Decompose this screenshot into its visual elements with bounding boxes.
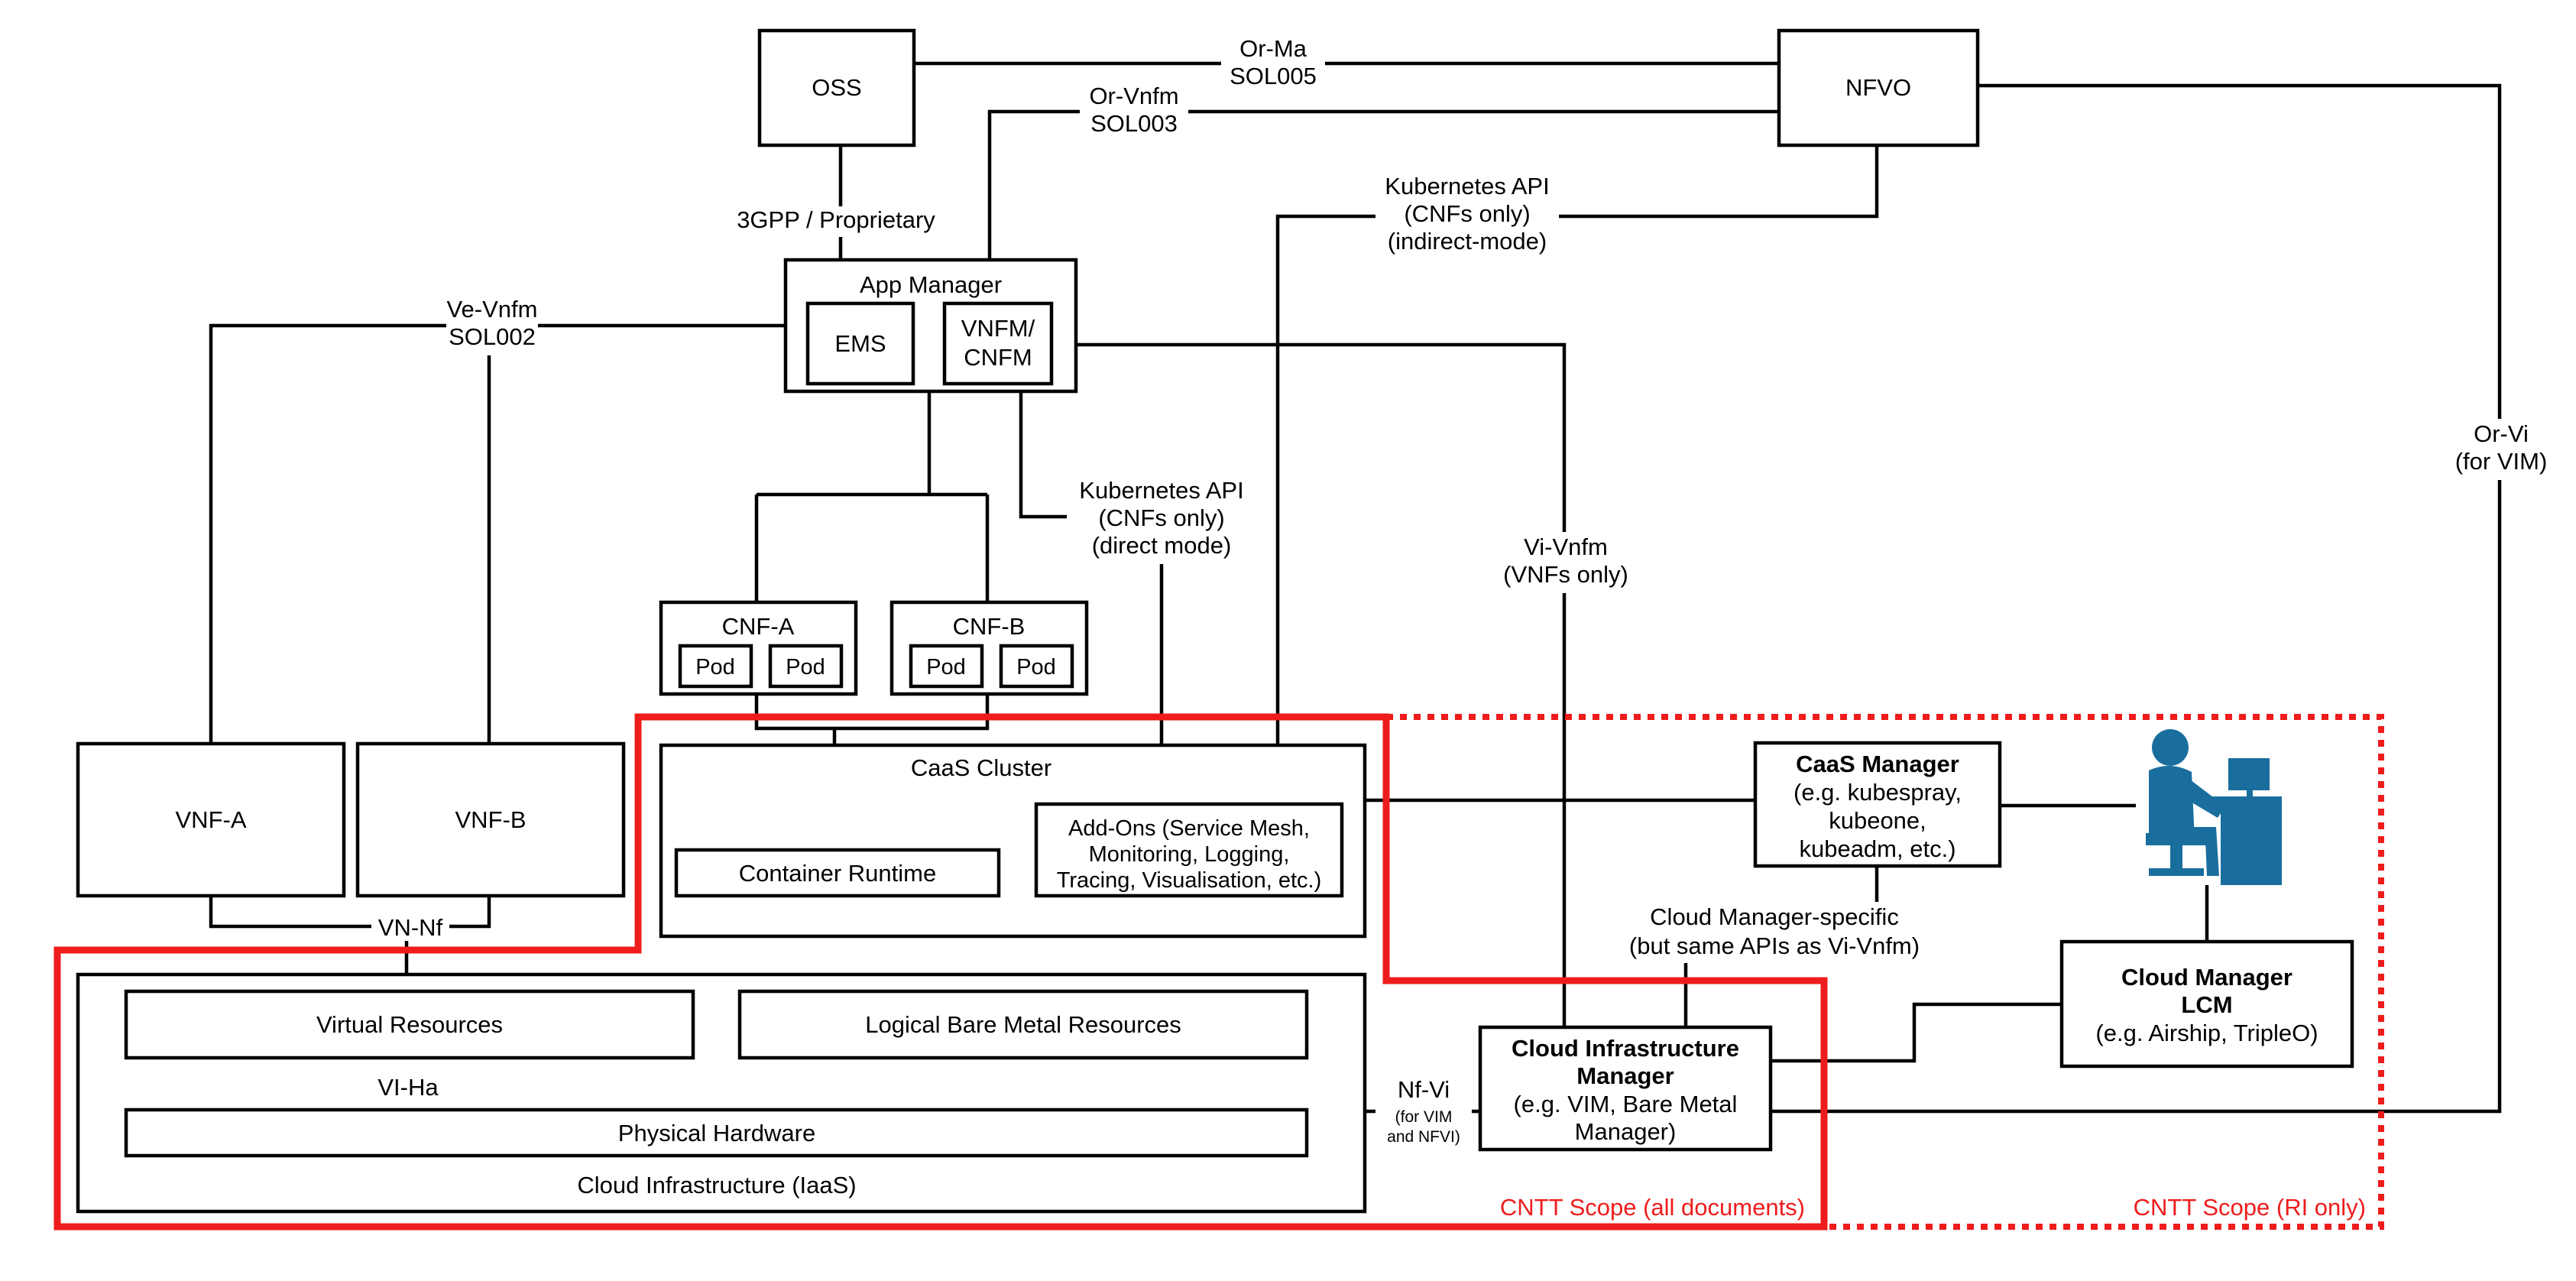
cnf-b-label: CNF-B <box>953 613 1026 640</box>
k8s-indirect-label2: (CNFs only) <box>1404 200 1530 227</box>
or-ma-label: Or-Ma <box>1239 35 1307 62</box>
ems-box <box>805 301 915 386</box>
or-vi-line <box>1771 83 2502 1114</box>
oss-label: OSS <box>812 74 861 101</box>
caas-cluster-box: CaaS Cluster Container Runtime Add-Ons (… <box>659 743 1367 939</box>
nf-vi-label: Nf-Vi <box>1398 1076 1450 1103</box>
ve-vnfm-label: Ve-Vnfm <box>447 296 538 323</box>
oss-box: OSS <box>757 28 916 148</box>
pod-box <box>768 644 844 689</box>
app-manager-label: App Manager <box>860 271 1002 298</box>
vnfm-cnfm-box <box>942 301 1054 386</box>
nfvo-label: NFVO <box>1845 74 1911 101</box>
operator-workstation-icon <box>2146 729 2282 885</box>
container-runtime-box <box>674 848 1001 898</box>
cnf-b-box: CNF-B Pod Pod <box>889 600 1089 696</box>
addons-label-line3: Tracing, Visualisation, etc.) <box>1057 868 1322 893</box>
container-runtime-label: Container Runtime <box>739 860 936 887</box>
vi-vnfm-label: Vi-Vnfm <box>1524 533 1608 560</box>
vnfm-label-line1: VNFM/ <box>961 315 1035 342</box>
k8s-direct-label3: (direct mode) <box>1092 532 1232 559</box>
interface-labels: Or-Ma SOL005 Or-Vnfm SOL003 3GPP / Propr… <box>370 35 2552 1153</box>
cloud-manager-lcm-title1: Cloud Manager <box>2121 964 2292 991</box>
pod-label: Pod <box>926 655 966 679</box>
caas-manager-line3: kubeadm, etc.) <box>1799 835 1955 862</box>
cntt-scope-ri-label: CNTT Scope (RI only) <box>2134 1194 2366 1221</box>
cloud-manager-lcm-title2: LCM <box>2181 991 2232 1018</box>
vnf-a-label: VNF-A <box>176 806 247 833</box>
pod-label: Pod <box>786 655 825 679</box>
logical-bare-metal-box <box>737 989 1309 1060</box>
virtual-resources-box <box>124 989 695 1060</box>
caas-manager-title: CaaS Manager <box>1796 751 1959 777</box>
vi-ha-label: VI-Ha <box>377 1074 439 1101</box>
cloud-manager-lcm-box: Cloud Manager LCM (e.g. Airship, TripleO… <box>2059 939 2354 1069</box>
vnf-b-box: VNF-B <box>355 741 626 898</box>
pod-label: Pod <box>695 655 735 679</box>
caas-manager-box: CaaS Manager (e.g. kubespray, kubeone, k… <box>1753 741 2002 868</box>
pod-box <box>909 644 984 689</box>
or-vnfm-label: Or-Vnfm <box>1089 83 1178 109</box>
caasmgr-to-cim-line <box>1683 866 1879 1027</box>
vi-vnfm-sublabel: (VNFs only) <box>1503 561 1628 588</box>
vnf-b-label: VNF-B <box>455 806 527 833</box>
cloud-manager-lcm-example: (e.g. Airship, TripleO) <box>2095 1020 2318 1046</box>
k8s-direct-label2: (CNFs only) <box>1098 504 1224 531</box>
vn-nf-label: VN-Nf <box>378 914 443 941</box>
cim-title-line1: Cloud Infrastructure <box>1512 1035 1739 1062</box>
vn-nf-line <box>209 896 491 929</box>
gpp-proprietary-label: 3GPP / Proprietary <box>737 206 935 233</box>
caas-manager-line2: kubeone, <box>1829 807 1926 834</box>
ems-label: EMS <box>834 330 886 357</box>
or-ma-sublabel: SOL005 <box>1230 63 1317 89</box>
lcm-to-cim-line <box>1771 1002 2062 1063</box>
cloud-infrastructure-iaas-box: Virtual Resources Logical Bare Metal Res… <box>76 972 1367 1214</box>
app-manager-box: App Manager EMS VNFM/ CNFM <box>783 258 1078 394</box>
cim-line3: (e.g. VIM, Bare Metal <box>1514 1091 1738 1117</box>
cntt-scope-all-label: CNTT Scope (all documents) <box>1500 1194 1805 1221</box>
app-to-cnf-line <box>754 391 990 602</box>
or-vnfm-sublabel: SOL003 <box>1090 110 1178 137</box>
vnf-a-box: VNF-A <box>76 741 346 898</box>
caas-manager-line1: (e.g. kubespray, <box>1793 779 1962 806</box>
pod-box <box>678 644 753 689</box>
k8s-indirect-label3: (indirect-mode) <box>1388 228 1547 255</box>
k8s-indirect-line <box>1275 145 1879 745</box>
caas-cluster-label: CaaS Cluster <box>911 754 1051 781</box>
pod-box <box>999 644 1074 689</box>
cloud-infrastructure-iaas-label: Cloud Infrastructure (IaaS) <box>577 1172 856 1198</box>
addons-label-line1: Add-Ons (Service Mesh, <box>1068 816 1310 841</box>
cim-title-line2: Manager <box>1576 1062 1674 1089</box>
or-vi-sublabel: (for VIM) <box>2455 448 2548 475</box>
physical-hardware-label: Physical Hardware <box>618 1120 815 1146</box>
physical-hardware-box <box>124 1107 1309 1158</box>
nfvo-box: NFVO <box>1777 28 1980 148</box>
cim-line4: Manager) <box>1575 1118 1677 1145</box>
cloud-manager-specific-label: Cloud Manager-specific <box>1650 903 1899 930</box>
nf-vi-sublabel2: and NFVI) <box>1387 1128 1460 1146</box>
cloud-infrastructure-manager-box: Cloud Infrastructure Manager (e.g. VIM, … <box>1478 1025 1773 1152</box>
nf-vi-sublabel1: (for VIM <box>1395 1108 1453 1126</box>
virtual-resources-label: Virtual Resources <box>316 1011 503 1038</box>
cnf-a-box: CNF-A Pod Pod <box>659 600 858 696</box>
vnfm-label-line2: CNFM <box>964 344 1032 371</box>
cnf-a-label: CNF-A <box>722 613 795 640</box>
ve-vnfm-sublabel: SOL002 <box>449 323 536 350</box>
ve-vnfm-line <box>209 323 786 744</box>
addons-box <box>1034 802 1344 898</box>
or-vi-label: Or-Vi <box>2474 420 2529 447</box>
k8s-indirect-label1: Kubernetes API <box>1385 173 1549 199</box>
pod-label: Pod <box>1016 655 1056 679</box>
cntt-scope-ri-only: CNTT Scope (RI only) <box>1386 714 2384 1230</box>
or-vnfm-line <box>987 109 1779 260</box>
cloud-manager-specific-sublabel: (but same APIs as Vi-Vnfm) <box>1629 932 1920 959</box>
logical-bare-metal-label: Logical Bare Metal Resources <box>865 1011 1181 1038</box>
addons-label-line2: Monitoring, Logging, <box>1089 842 1290 867</box>
k8s-direct-label1: Kubernetes API <box>1079 477 1243 504</box>
